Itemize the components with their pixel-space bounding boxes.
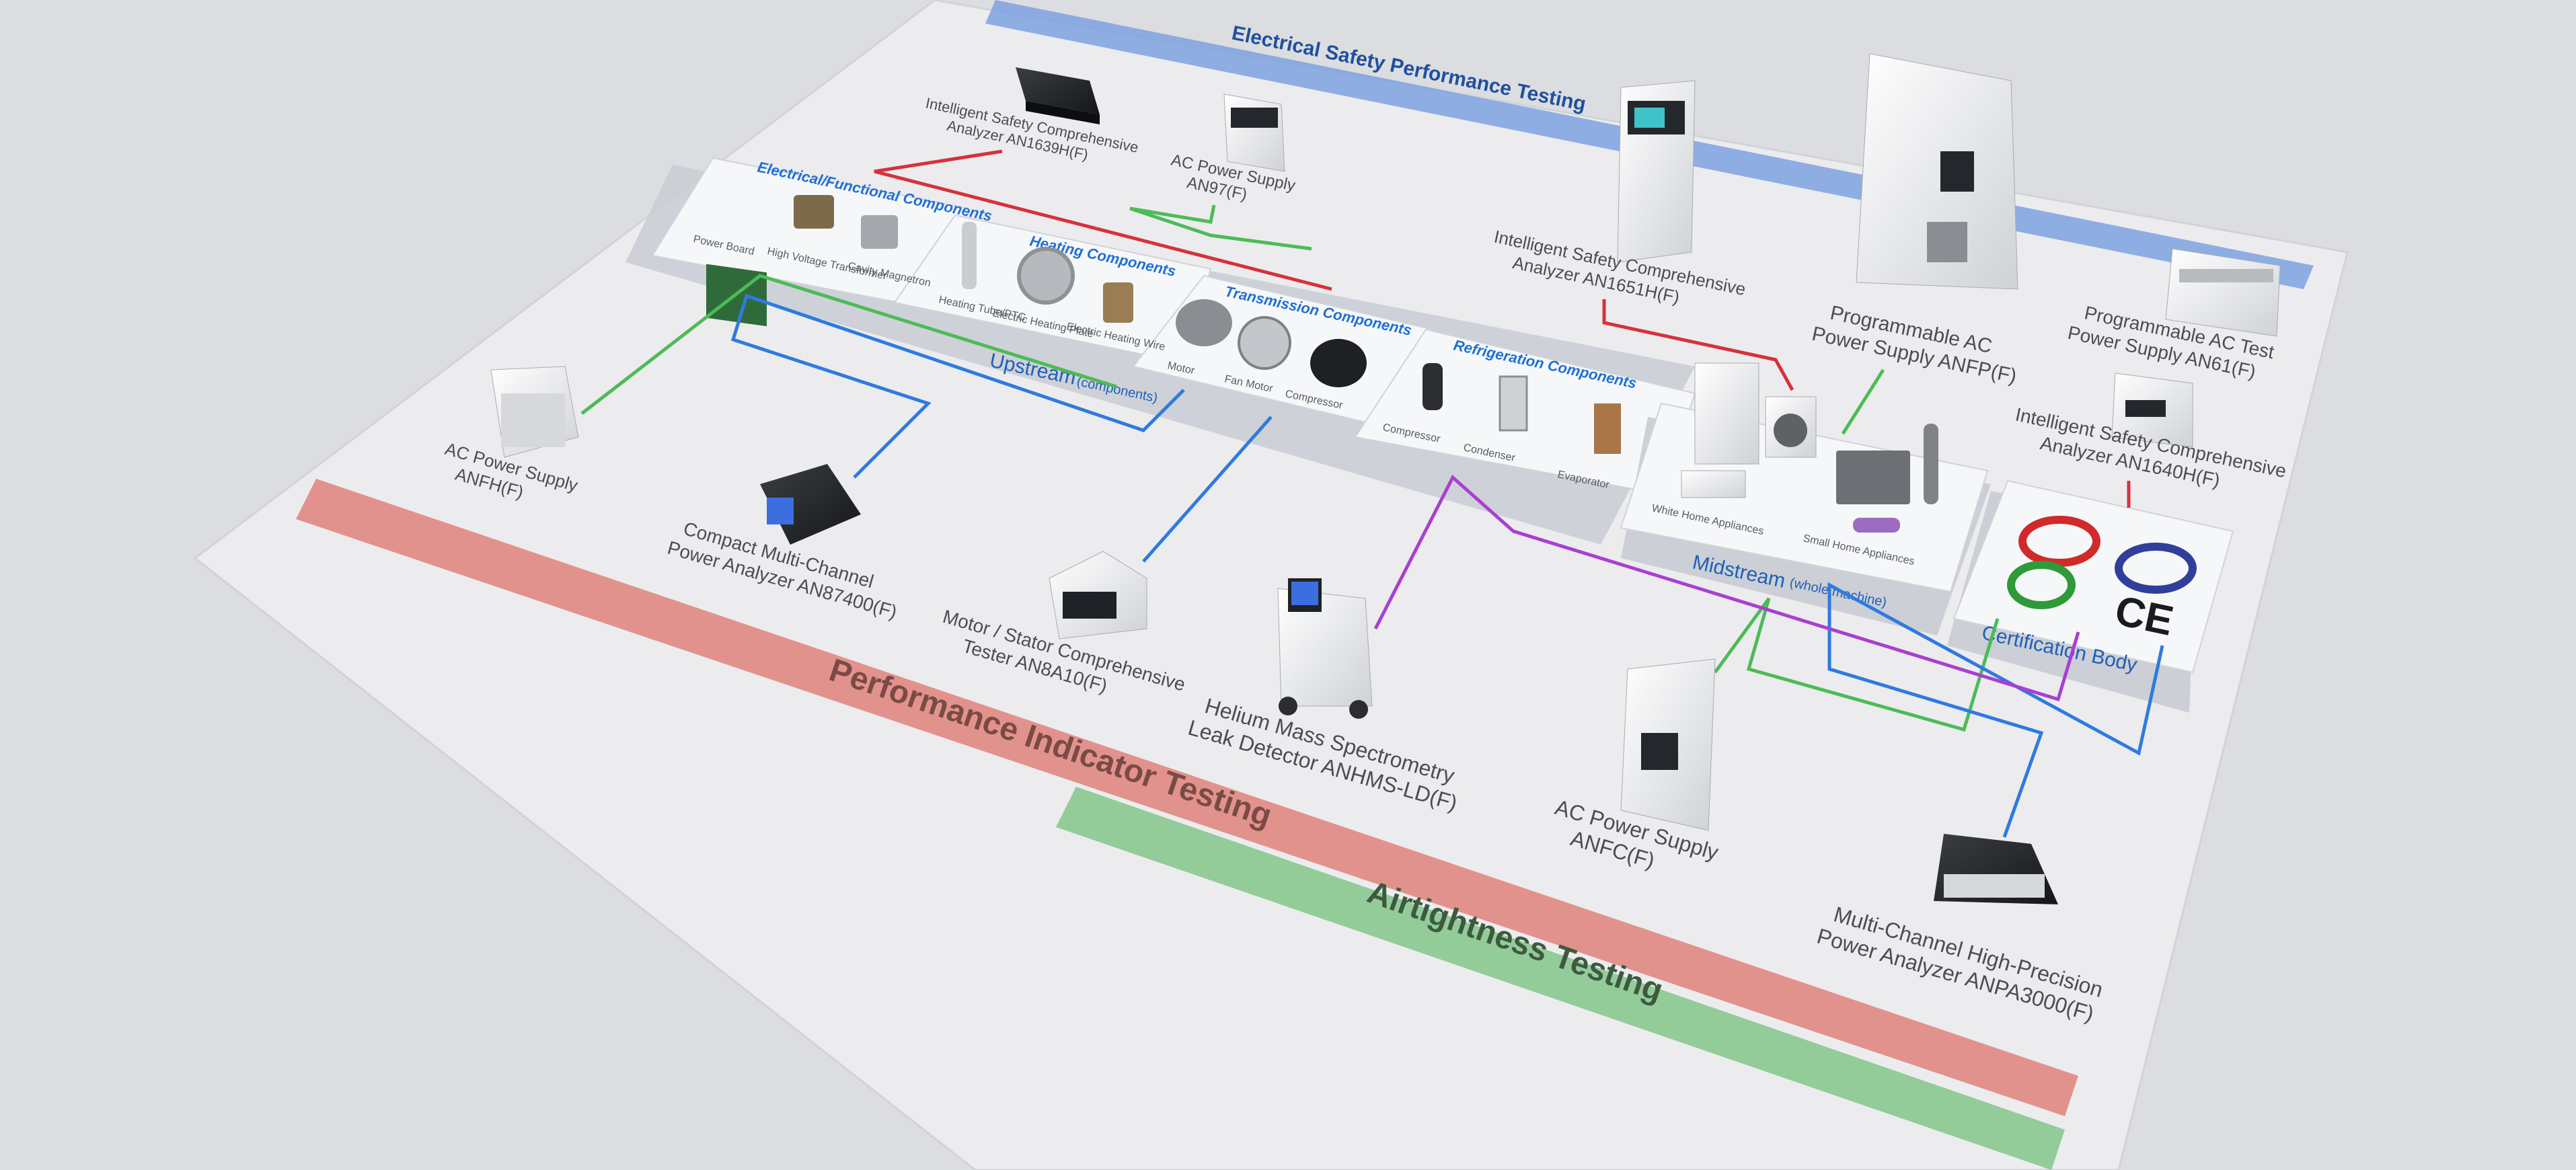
heating-plate-icon (1017, 247, 1075, 305)
refrigeration-compressor-icon (1423, 363, 1443, 410)
fan-motor-icon (1238, 316, 1291, 370)
an8a10-device (1049, 551, 1147, 639)
hair-dryer-icon (1853, 518, 1900, 533)
heating-wire-icon (1103, 282, 1133, 323)
anfc-device (1620, 658, 1716, 831)
an1639h-device (1016, 67, 1100, 124)
ccc-mark-icon (2018, 516, 2100, 567)
anfh-device (490, 366, 579, 458)
motor-icon (1176, 299, 1232, 346)
heating-tube-icon (962, 222, 977, 289)
an61-device (2165, 248, 2281, 337)
an1651h-device (1617, 80, 1696, 263)
compressor-icon (1310, 339, 1367, 387)
red-line-an1639h (874, 149, 1332, 291)
performance-indicator-band (296, 479, 2078, 1116)
magnetron-icon (861, 215, 898, 249)
green-line-an97 (1129, 204, 1312, 251)
green-line-anfc (1713, 597, 2000, 732)
anpa3000-device (1934, 834, 2058, 904)
cqc-mark-icon (2115, 543, 2197, 594)
purple-line-anhms (1373, 474, 2080, 702)
green-line-anfp (1841, 368, 1885, 435)
air-conditioner-icon (1681, 470, 1746, 498)
anhms-device (1277, 578, 1373, 719)
vacuum-icon (1924, 424, 1938, 504)
red-line-an1651h (1602, 299, 1794, 391)
blue-line-an87400 (730, 293, 1185, 479)
green-line-anfh (580, 274, 1117, 415)
refrigerator-icon (1694, 362, 1759, 465)
evaporator-icon (1594, 403, 1621, 454)
washer-door-icon (1774, 414, 1807, 447)
an1640h-device (2111, 373, 2193, 448)
an87400-device (760, 464, 861, 545)
green-mark-icon (2007, 561, 2076, 609)
airtightness-band (1056, 787, 2065, 1170)
blue-line-an8a10 (1142, 416, 1273, 563)
anfp-device (1856, 53, 2018, 290)
an97-device (1223, 93, 1285, 172)
transformer-icon (794, 195, 834, 229)
condenser-icon (1499, 375, 1528, 432)
oven-icon (1836, 451, 1910, 504)
